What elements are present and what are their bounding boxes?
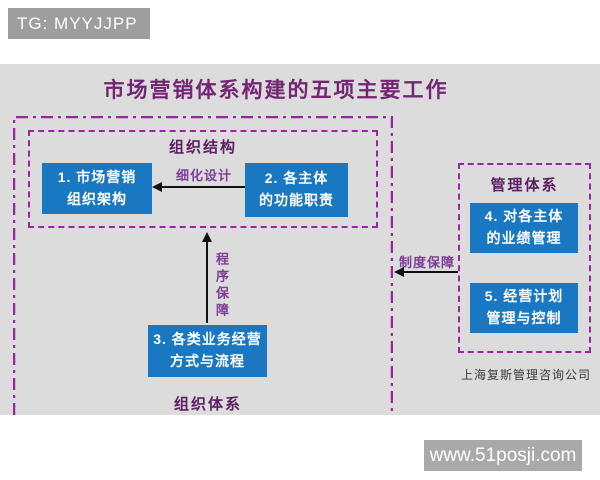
org-system-frame [13,116,393,415]
org-system-label: 组织体系 [173,396,242,413]
bottom-watermark-text: www.51posji.com [429,445,577,466]
mgmt-system-frame: 管理体系 [458,163,591,353]
procedure-arrow [202,232,212,323]
arrow-up-head [202,232,212,242]
box-2-line2: 的功能职责 [259,192,334,208]
arrow-line [160,186,245,188]
box-1-line2: 组织架构 [67,190,127,207]
arrow-line [402,271,458,273]
box-3-business-process: 3. 各类业务经营 方式与流程 [148,325,267,377]
box-4-line1: 4. 对各主体 [484,208,564,225]
box-4-performance-mgmt: 4. 对各主体 的业绩管理 [470,203,578,253]
mgmt-system-label: 管理体系 [490,177,559,194]
box-5-plan-control: 5. 经营计划 管理与控制 [470,283,578,333]
org-structure-label: 组织结构 [168,139,237,156]
refine-design-label: 细化设计 [175,168,232,183]
top-watermark-text: TG: MYYJJPP [17,14,138,33]
box-2-subject-functions: 2. 各主体 的功能职责 [245,163,348,217]
system-guarantee-label: 制度保障 [398,255,455,270]
org-structure-frame: 组织结构 [28,130,378,228]
box-1-marketing-org: 1. 市场营销 组织架构 [42,163,152,214]
box-2-line1: 2. 各主体 [264,170,329,187]
box-5-line2: 管理与控制 [486,310,562,326]
arrow-line [206,240,208,323]
box-4-line2: 的业绩管理 [486,230,562,246]
box-3-line2: 方式与流程 [170,353,245,369]
arrow-left-head [152,182,162,192]
top-watermark: TG: MYYJJPP [8,8,150,39]
diagram-title: 市场营销体系构建的五项主要工作 [103,79,449,102]
bottom-watermark: www.51posji.com [424,440,582,471]
refine-design-arrow [152,182,245,192]
arrow-left-head [394,267,404,277]
box-5-line1: 5. 经营计划 [484,288,564,305]
system-guarantee-arrow [394,267,458,277]
procedure-guarantee-label: 程序保障 [214,252,229,320]
diagram-panel: 市场营销体系构建的五项主要工作 组织结构 1. 市场营销 组织架构 2. 各主体… [0,64,600,415]
box-3-line1: 3. 各类业务经营 [153,331,262,348]
consulting-company-credit: 上海复斯管理咨询公司 [460,368,591,382]
box-1-line1: 1. 市场营销 [57,168,137,185]
